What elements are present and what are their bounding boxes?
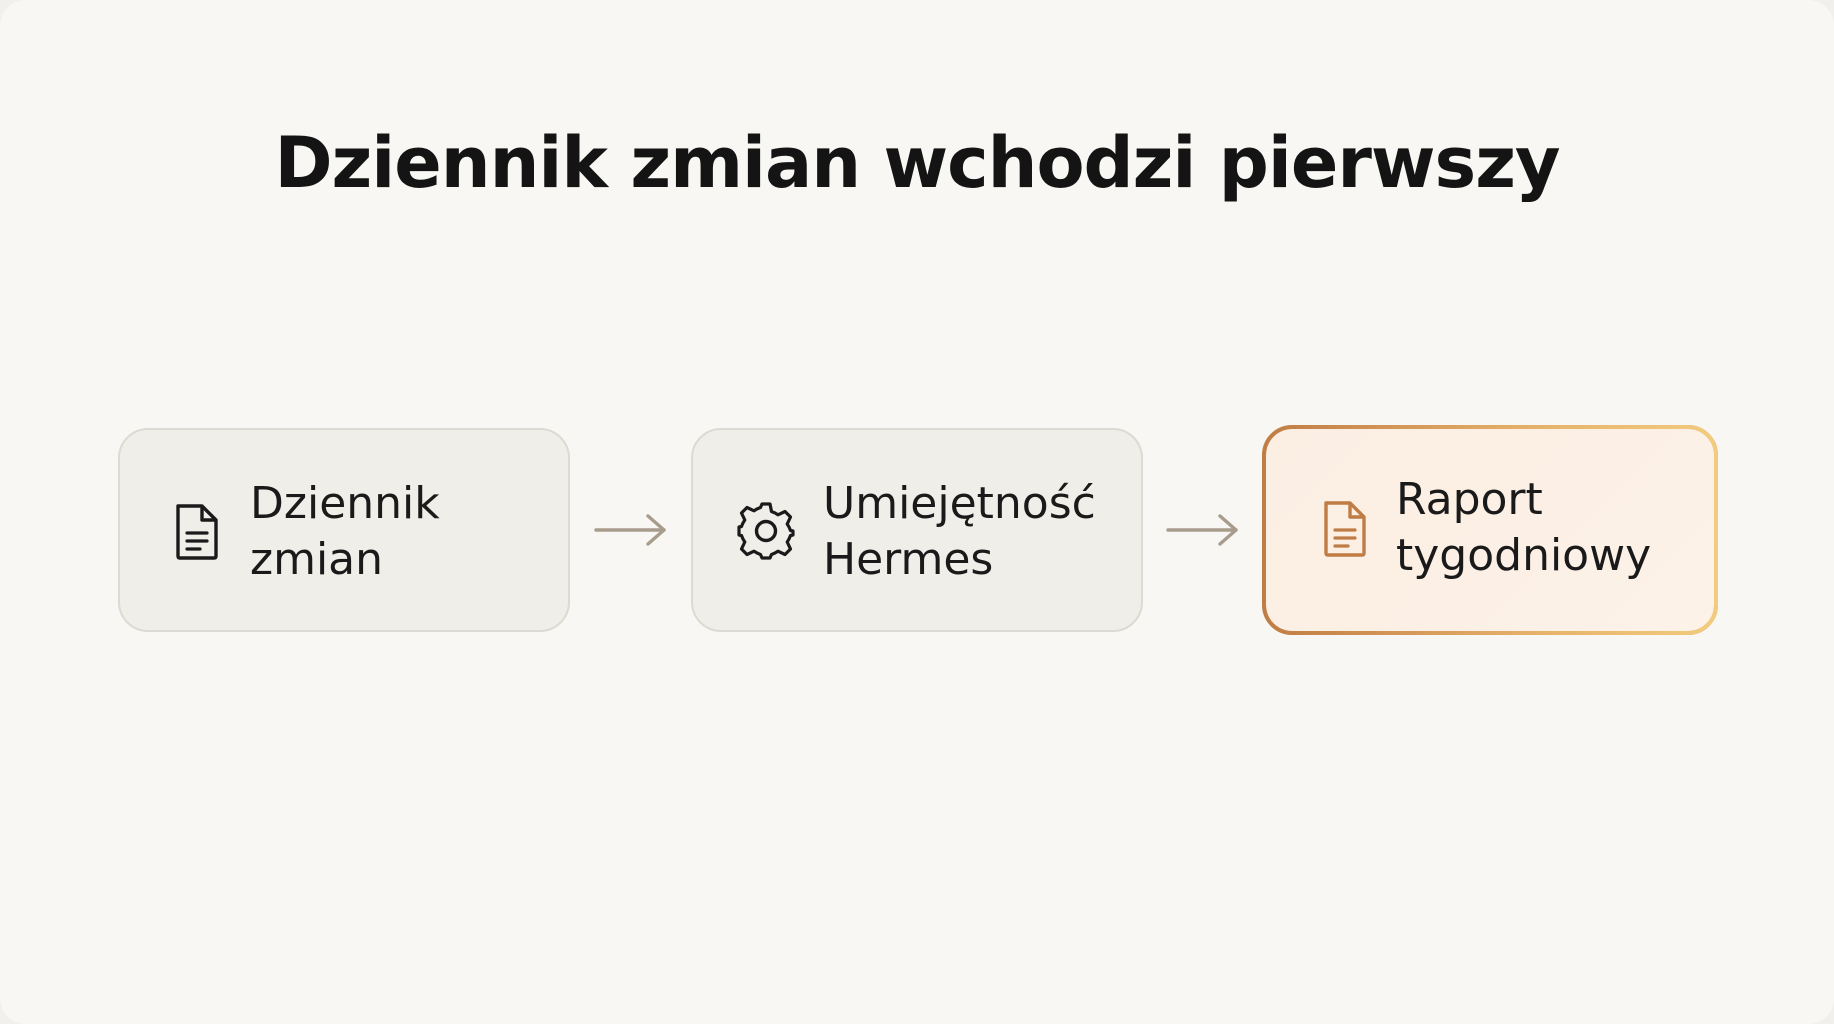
step-label-line2: tygodniowy: [1396, 530, 1652, 581]
step-label-line1: Raport: [1396, 474, 1543, 525]
document-icon: [1324, 501, 1366, 557]
step-raport-tygodniowy: Raport tygodniowy: [1262, 425, 1718, 635]
step-label: Umiejętność Hermes: [823, 476, 1096, 588]
step-label-line1: Umiejętność: [823, 478, 1096, 529]
step-label-line2: zmian: [250, 534, 384, 585]
gear-icon: [737, 502, 795, 560]
step-umiejetnosc-hermes: Umiejętność Hermes: [691, 428, 1143, 632]
diagram-title: Dziennik zmian wchodzi pierwszy: [274, 122, 1560, 204]
arrow-right-icon: [1166, 514, 1238, 546]
step-dziennik-zmian: Dziennik zmian: [118, 428, 570, 632]
arrow-right-icon: [594, 514, 666, 546]
document-icon: [176, 504, 218, 560]
step-label-line2: Hermes: [823, 534, 994, 585]
step-label: Dziennik zmian: [250, 476, 440, 588]
step-label-line1: Dziennik: [250, 478, 440, 529]
step-label: Raport tygodniowy: [1396, 472, 1651, 584]
